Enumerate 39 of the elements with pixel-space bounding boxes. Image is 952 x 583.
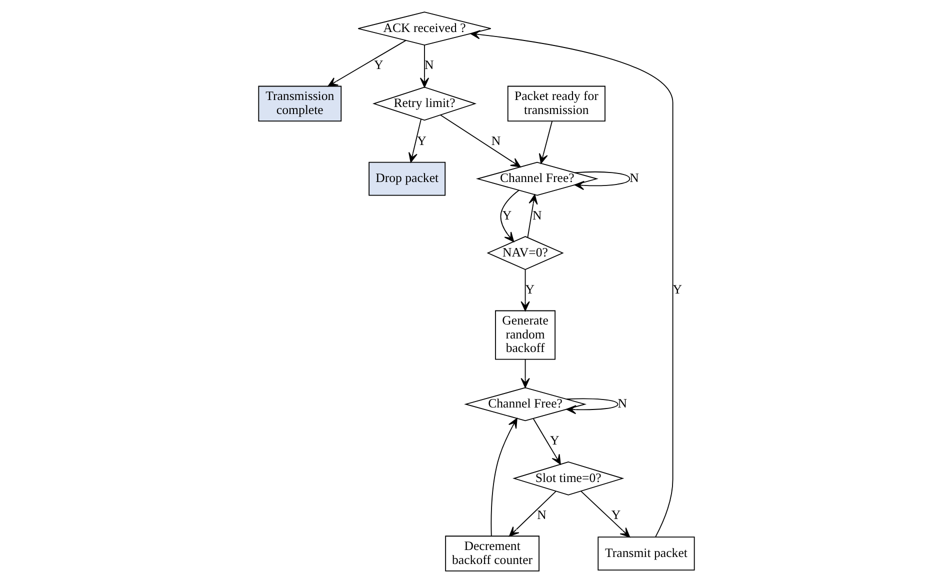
arrow (520, 359, 530, 388)
edge-label: Y (549, 434, 559, 448)
arrow (490, 418, 517, 536)
node-diamond: Retry limit? (372, 86, 476, 121)
node-box: Transmission complete (258, 86, 342, 122)
node-diamond: Channel Free? (464, 387, 586, 422)
edge-label: Y (502, 208, 512, 222)
arrow (520, 269, 530, 312)
arrow (538, 120, 552, 164)
arrow (440, 114, 520, 168)
arrow (566, 398, 618, 414)
node-box: Drop packet (368, 162, 446, 196)
node-box: Generate random backoff (494, 310, 556, 360)
edge-label: Y (416, 134, 426, 148)
arrow (408, 118, 422, 163)
node-diamond: Channel Free? (475, 162, 598, 196)
node-diamond: Slot time=0? (512, 461, 624, 496)
arrow (532, 418, 560, 465)
node-box: Packet ready for transmission (506, 86, 605, 122)
edge-label: N (490, 134, 500, 148)
edge-label: Y (672, 282, 682, 297)
arrow (580, 490, 630, 538)
node-box: Transmit packet (597, 536, 694, 570)
arrow (508, 490, 556, 537)
edge-label: Y (374, 58, 383, 72)
node-diamond: ACK received ? (357, 12, 491, 46)
edge-label: N (532, 208, 542, 222)
arrow (500, 190, 519, 242)
edge-label: N (536, 508, 546, 522)
arrow (574, 171, 630, 190)
edge-label: Y (610, 508, 620, 522)
node-box: Decrement backoff counter (444, 536, 539, 572)
edge-label: Y (524, 282, 534, 297)
edge-label: N (629, 171, 638, 186)
node-diamond: NAV=0? (486, 236, 564, 270)
arrow (470, 30, 673, 538)
edge-label: N (617, 396, 627, 411)
arrow (327, 40, 406, 87)
arrow (526, 194, 538, 238)
